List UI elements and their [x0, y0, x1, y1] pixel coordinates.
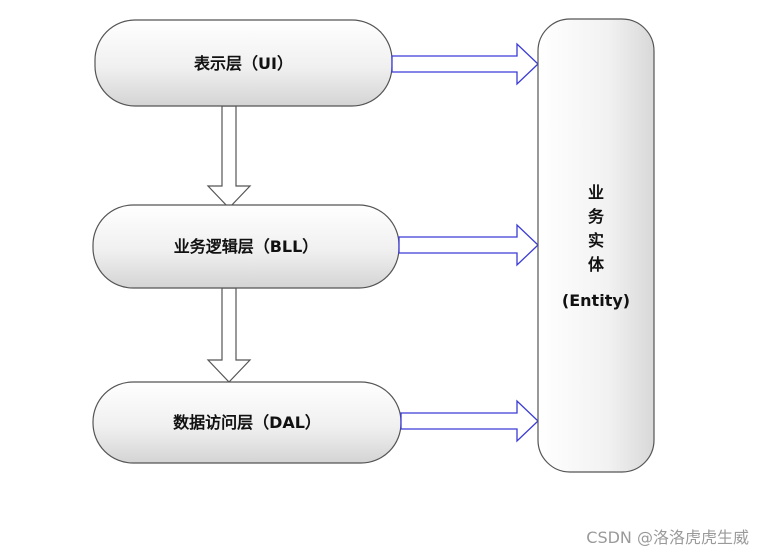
entity-box: 业 务 实 体 (Entity) [537, 18, 655, 473]
entity-label-line-3: 实 [588, 231, 604, 250]
layer-label-ui: 表示层（UI） [193, 54, 293, 73]
layer-box-ui: 表示层（UI） [94, 19, 393, 107]
layer-box-bll: 业务逻辑层（BLL） [92, 204, 400, 289]
layer-box-dal: 数据访问层（DAL） [92, 381, 402, 464]
right-arrow-bll-to-entity [398, 223, 539, 267]
entity-label-line-5: (Entity) [562, 291, 630, 310]
down-arrow-ui-to-bll [206, 105, 252, 209]
entity-label-line-2: 务 [588, 207, 605, 226]
watermark: CSDN @洛洛虎虎生威 [586, 528, 749, 547]
down-arrow-bll-to-dal [206, 287, 252, 383]
layer-label-dal: 数据访问层（DAL） [173, 413, 321, 432]
layer-label-bll: 业务逻辑层（BLL） [174, 237, 319, 256]
entity-label-line-1: 业 [588, 183, 604, 202]
right-arrow-ui-to-entity [391, 42, 539, 86]
right-arrow-dal-to-entity [400, 399, 539, 443]
entity-label-line-4: 体 [588, 255, 605, 274]
